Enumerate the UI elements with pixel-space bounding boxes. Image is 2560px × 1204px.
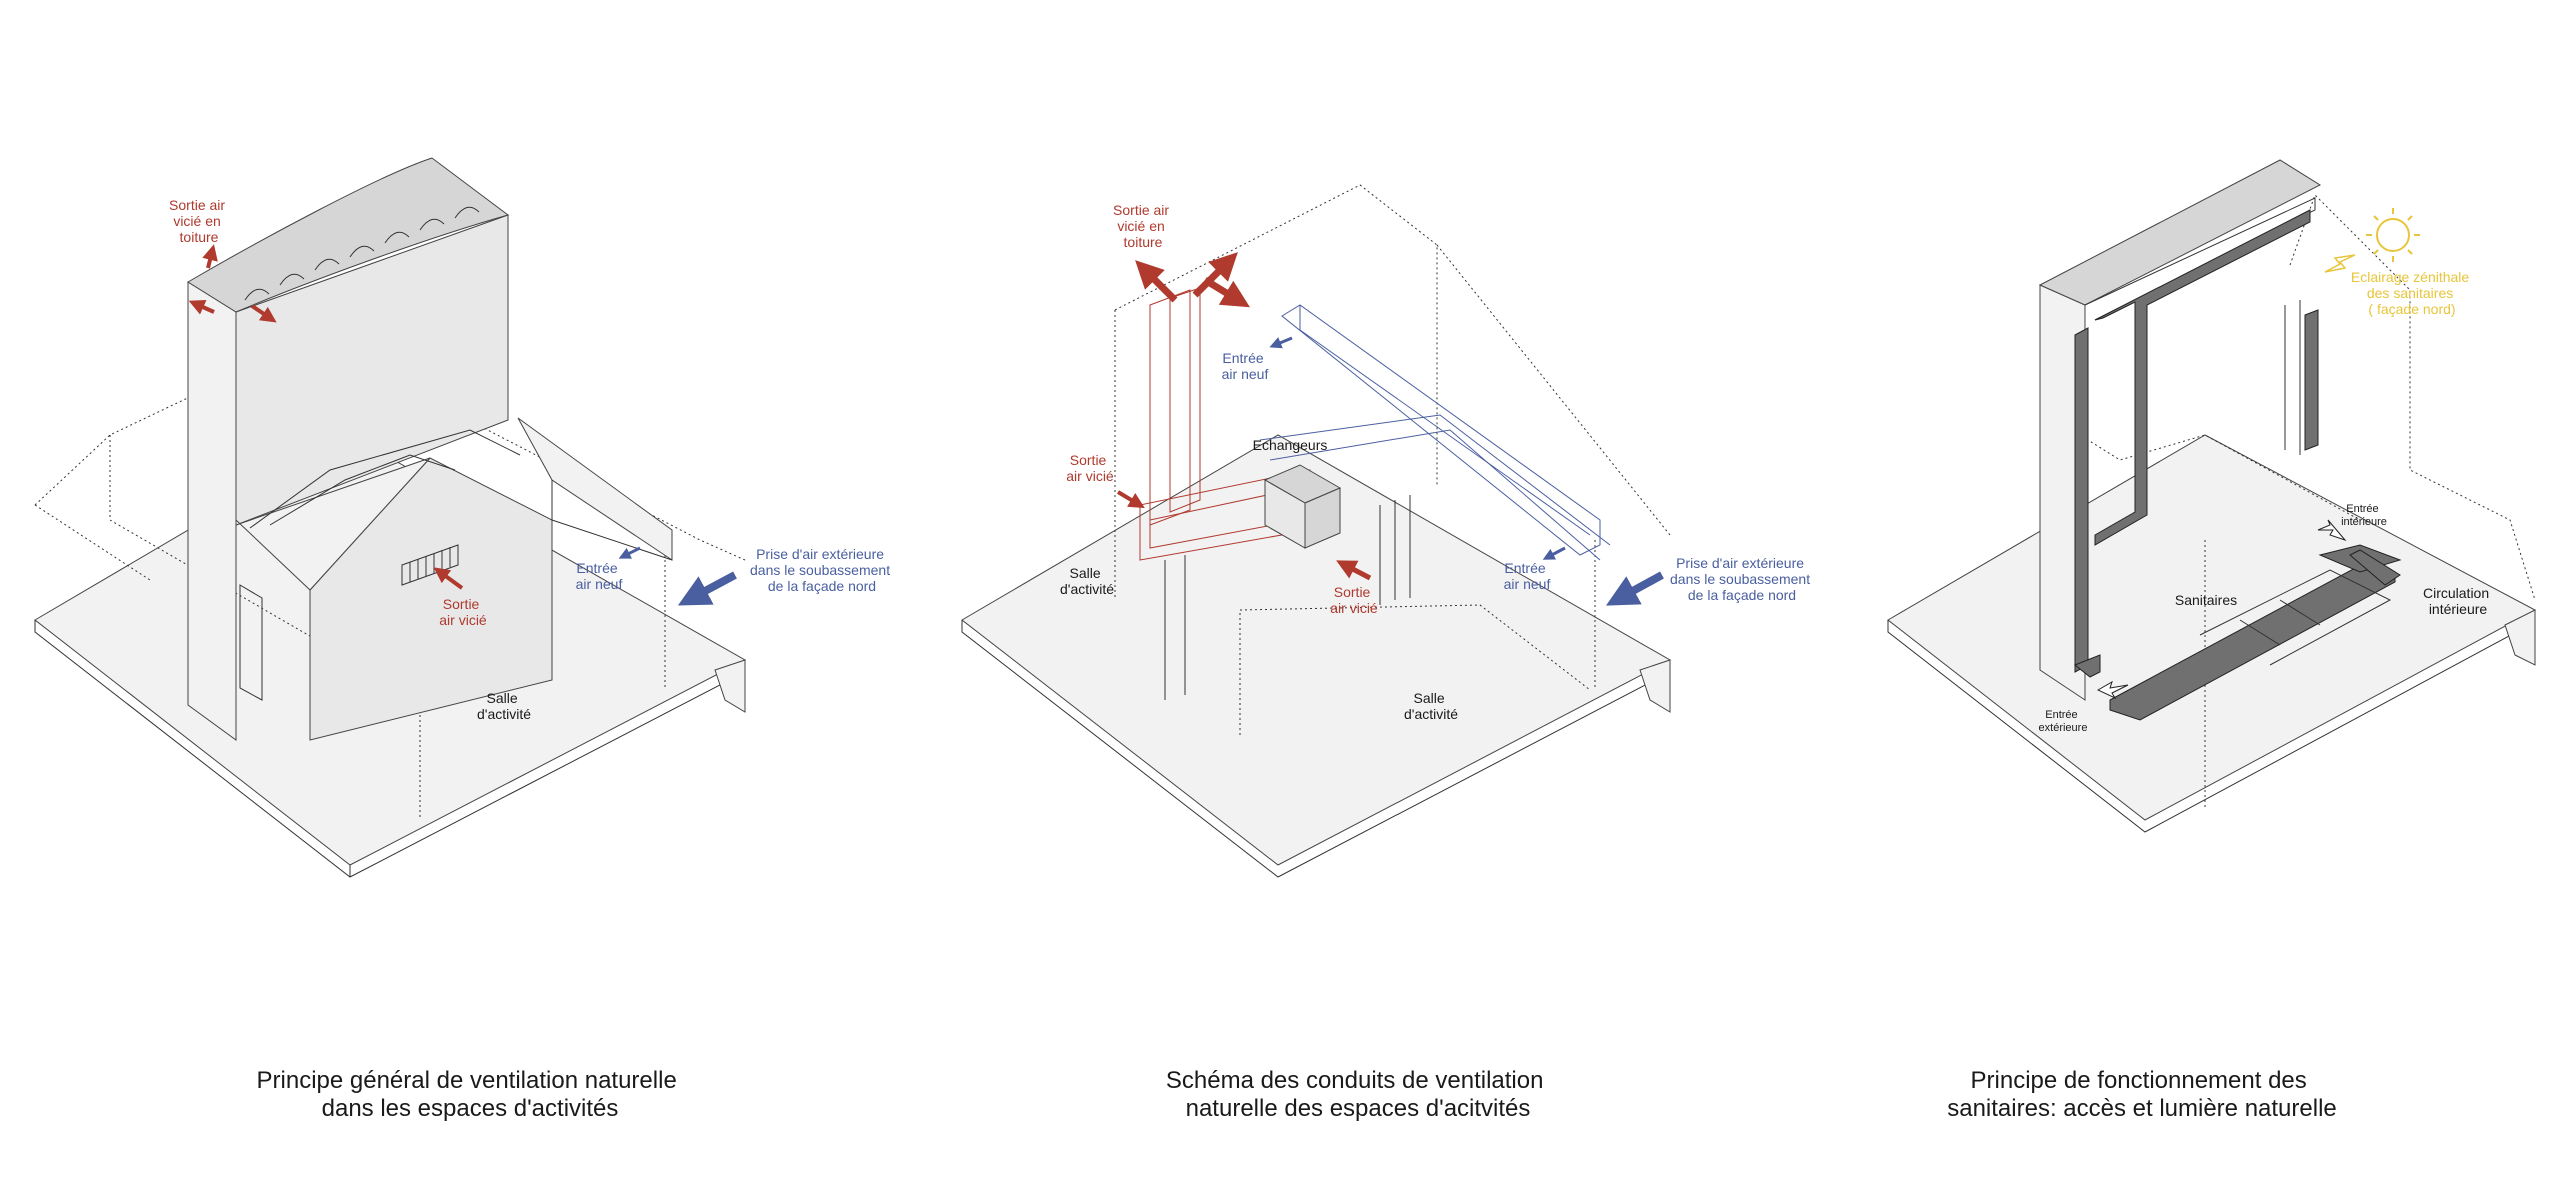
label-entree-air-neuf: Entrée air neuf <box>576 560 623 592</box>
label-prise-air: Prise d'air extérieure dans le soubassem… <box>750 546 894 594</box>
label-echangeurs: Echangeurs <box>1253 437 1328 453</box>
tower-front-face <box>235 214 509 526</box>
label-prise-air: Prise d'air extérieure dans le soubassem… <box>1670 555 1814 603</box>
label-sortie-air-vicie: Sortie air vicié <box>439 596 487 628</box>
caption-diagram2: Schéma des conduits de ventilation natur… <box>1166 1067 1550 1122</box>
wall-left <box>2074 327 2089 673</box>
label-salle-left: Salle d'activité <box>1060 565 1114 597</box>
diagram-sanitary-access-light: Eclairage zénithale des sanitaires ( faç… <box>1887 159 2537 1122</box>
arrow-exhaust-grille <box>433 567 464 590</box>
arrow-supply-right <box>1542 546 1566 560</box>
wall-inner-frame <box>2094 209 2311 546</box>
tower-top <box>2038 159 2322 306</box>
label-sortie-toiture: Sortie air vicié en toiture <box>169 197 229 245</box>
base-slab <box>1887 434 2537 821</box>
label-sortie-vicie-left: Sortie air vicié <box>1066 452 1114 484</box>
arrow-entree-interieure <box>2317 519 2347 542</box>
arrow-exhaust-roof <box>202 244 218 269</box>
label-entree-air-neuf-top: Entrée air neuf <box>1222 350 1269 382</box>
label-salle: Salle d'activité <box>477 690 531 722</box>
label-sortie-toiture: Sortie air vicié en toiture <box>1113 202 1173 250</box>
arrow-exhaust-left <box>188 299 215 315</box>
label-salle-center: Salle d'activité <box>1404 690 1458 722</box>
light-arrow-icon <box>2324 254 2356 273</box>
caption-diagram1: Principe général de ventilation naturell… <box>257 1067 684 1122</box>
arrow-roof-exhaust-2 <box>1192 252 1238 298</box>
label-entree-exterieure: Entrée extérieure <box>2039 709 2088 734</box>
label-sortie-vicie-center: Sortie air vicié <box>1330 584 1378 616</box>
tower-left-face <box>187 281 237 741</box>
arrow-roof-exhaust-1 <box>1135 260 1178 303</box>
arrow-exhaust-right <box>250 304 277 323</box>
wall-sanitaires <box>2074 654 2101 678</box>
arrow-entree-exterieure <box>2096 680 2129 700</box>
supply-duct <box>1259 304 1611 561</box>
diagram-ventilation-ducts: Sortie air vicié en toiture Entrée air n… <box>961 184 1814 1122</box>
label-circulation: Circulation intérieure <box>2423 585 2493 617</box>
roof-skylights <box>244 206 480 301</box>
label-entree-interieure: Entrée intérieure <box>2341 503 2387 528</box>
caption-diagram3: Principe de fonctionnement des sanitaire… <box>1947 1067 2337 1122</box>
heat-exchanger <box>1263 464 1342 549</box>
arrow-exhaust-center <box>1336 560 1372 581</box>
diagram-ventilation-principle: Sortie air vicié en toiture Entrée air n… <box>34 157 894 1122</box>
arrow-supply-small <box>618 546 641 559</box>
roof-curve <box>187 157 510 313</box>
arrow-roof-exhaust-3 <box>1203 277 1250 308</box>
arrow-supply-top <box>1269 336 1293 349</box>
arrow-exhaust-left <box>1116 490 1145 509</box>
arrow-supply-large <box>677 571 737 606</box>
wall-right-pillar <box>2304 309 2319 451</box>
sun-icon <box>2366 208 2420 262</box>
label-eclairage: Eclairage zénithale des sanitaires ( faç… <box>2351 269 2473 317</box>
label-entree-air-neuf-right: Entrée air neuf <box>1504 560 1551 592</box>
label-sanitaires: Sanitaires <box>2175 592 2237 608</box>
arrow-supply-large <box>1605 571 1664 606</box>
